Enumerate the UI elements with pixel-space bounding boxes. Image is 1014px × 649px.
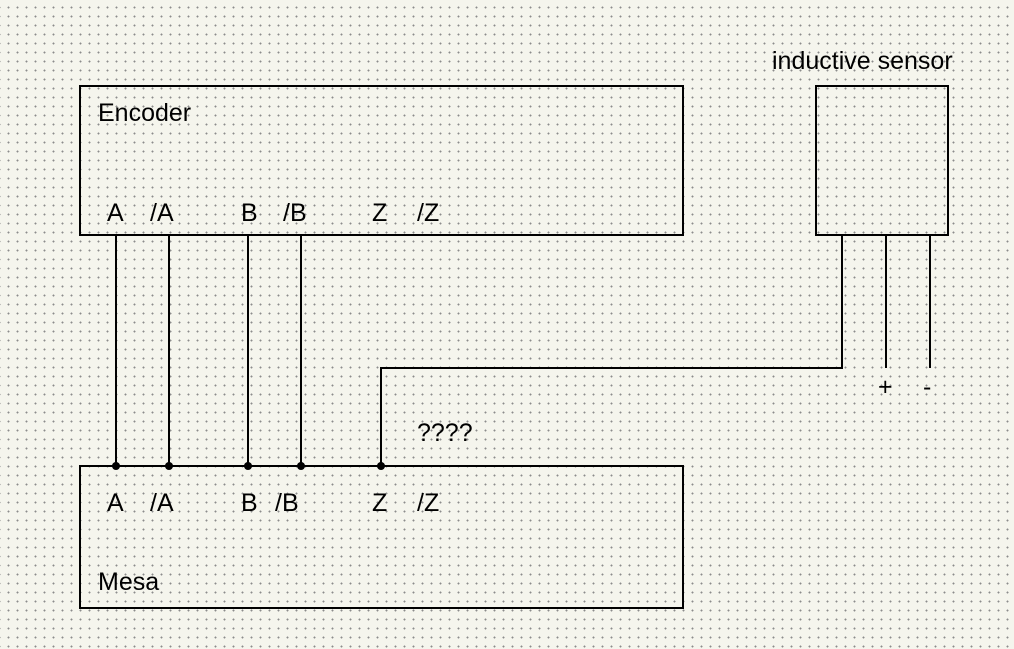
junction-dot-z (377, 462, 385, 470)
mesa-pin-a-not: /A (150, 489, 174, 517)
encoder-box (79, 85, 684, 236)
question-annotation: ???? (417, 419, 473, 447)
mesa-pin-z: Z (372, 489, 387, 517)
mesa-box (79, 465, 684, 609)
sensor-minus-label: - (923, 373, 931, 401)
encoder-pin-z: Z (372, 199, 387, 227)
sensor-title: inductive sensor (772, 47, 953, 75)
mesa-block: Mesa A /A B /B Z /Z (79, 465, 684, 609)
mesa-pin-z-not: /Z (417, 489, 439, 517)
encoder-pin-a: A (107, 199, 124, 227)
encoder-pin-b-not: /B (283, 199, 307, 227)
mesa-title: Mesa (98, 568, 159, 596)
encoder-pin-z-not: /Z (417, 199, 439, 227)
mesa-pin-b-not: /B (275, 489, 299, 517)
junction-dot-a (112, 462, 120, 470)
mesa-pin-a: A (107, 489, 124, 517)
encoder-title: Encoder (98, 99, 191, 127)
sensor-block: inductive sensor + - (772, 47, 953, 401)
sensor-box (815, 85, 949, 236)
mesa-pin-b: B (241, 489, 258, 517)
encoder-block: Encoder A /A B /B Z /Z (79, 85, 684, 236)
junction-dot-b-not (297, 462, 305, 470)
encoder-pin-b: B (241, 199, 258, 227)
encoder-pin-a-not: /A (150, 199, 174, 227)
sensor-plus-label: + (878, 373, 893, 401)
junction-dot-a-not (165, 462, 173, 470)
junction-dot-b (244, 462, 252, 470)
wire-sensor-signal-to-z (380, 235, 843, 466)
